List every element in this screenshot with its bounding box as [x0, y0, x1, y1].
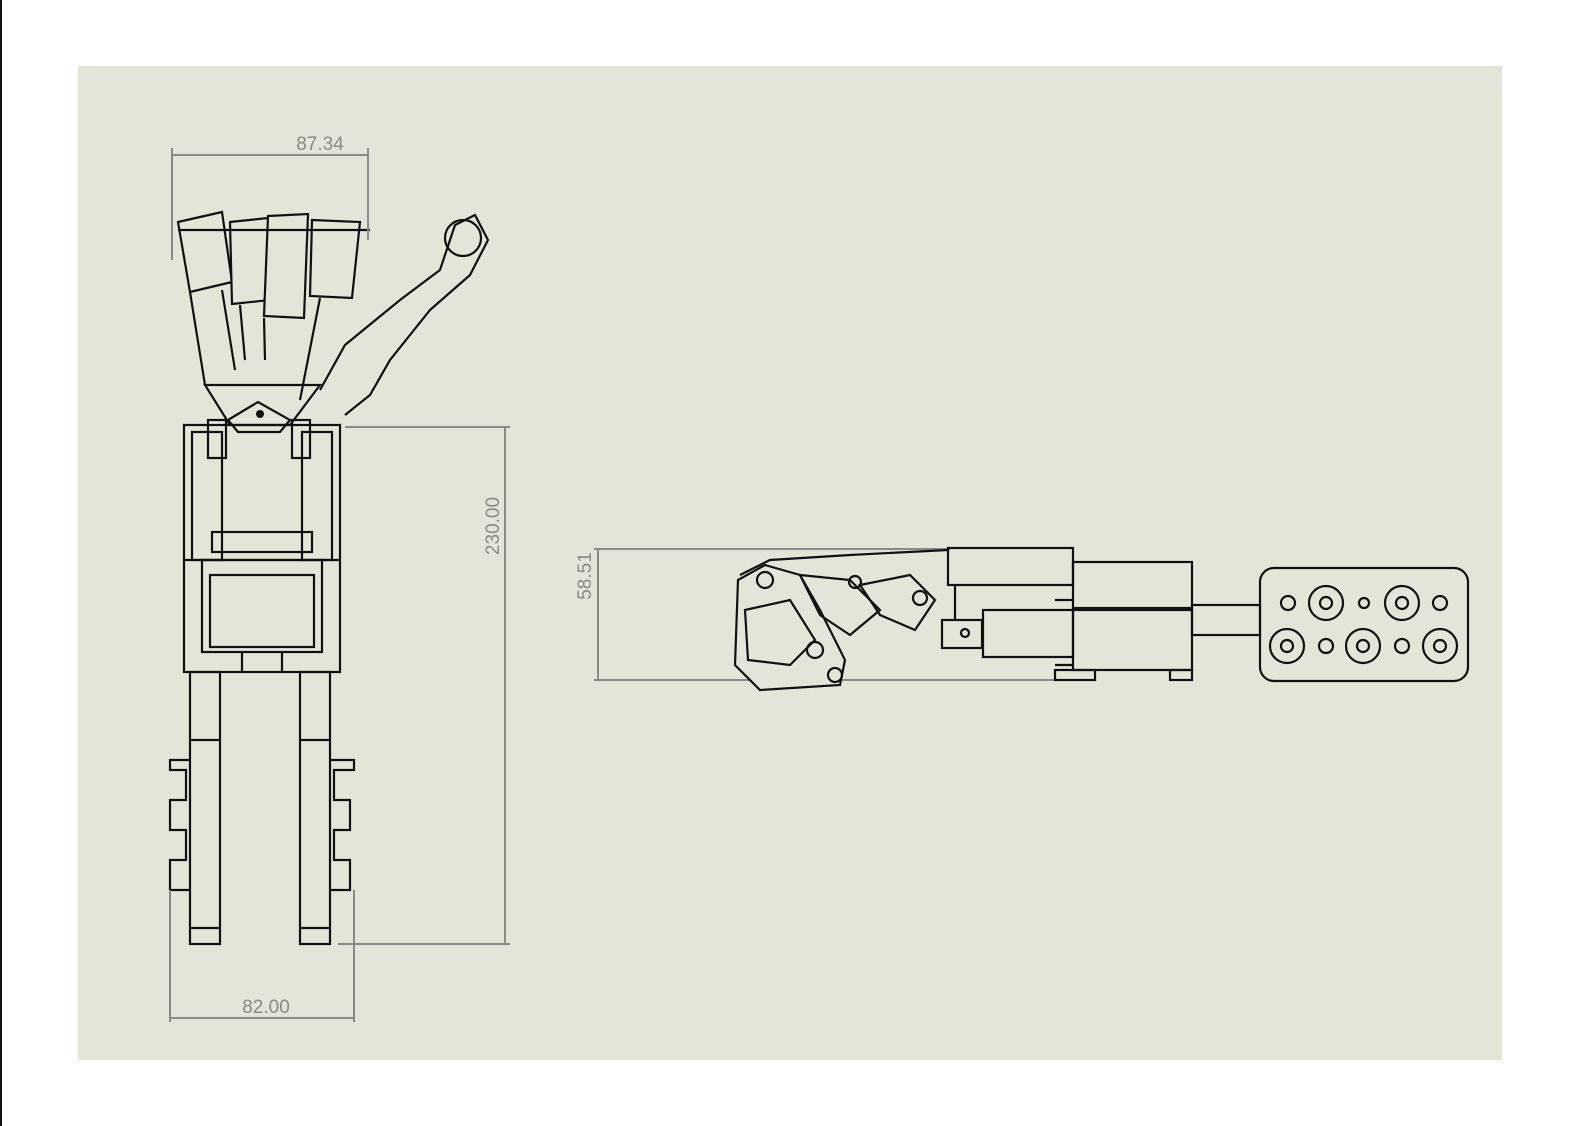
dimension-label: 82.00 — [242, 997, 290, 1018]
mounting-plate — [1258, 566, 1470, 683]
curled-fingers — [733, 548, 949, 692]
dimension-label: 87.34 — [296, 134, 344, 155]
side-view: 58.51 — [575, 546, 1470, 692]
palm — [182, 418, 342, 674]
base-posts — [168, 670, 356, 946]
front-view: 87.34 230.00 82.00 — [168, 134, 510, 1022]
dimension-label: 58.51 — [575, 552, 596, 600]
dimension-82: 82.00 — [169, 890, 355, 1022]
fingers — [176, 210, 490, 434]
window-border — [0, 0, 2, 1126]
forearm — [940, 546, 1262, 682]
dimension-87-34: 87.34 — [171, 134, 369, 260]
dimension-label: 230.00 — [483, 497, 504, 555]
dimension-230: 230.00 — [338, 426, 510, 945]
